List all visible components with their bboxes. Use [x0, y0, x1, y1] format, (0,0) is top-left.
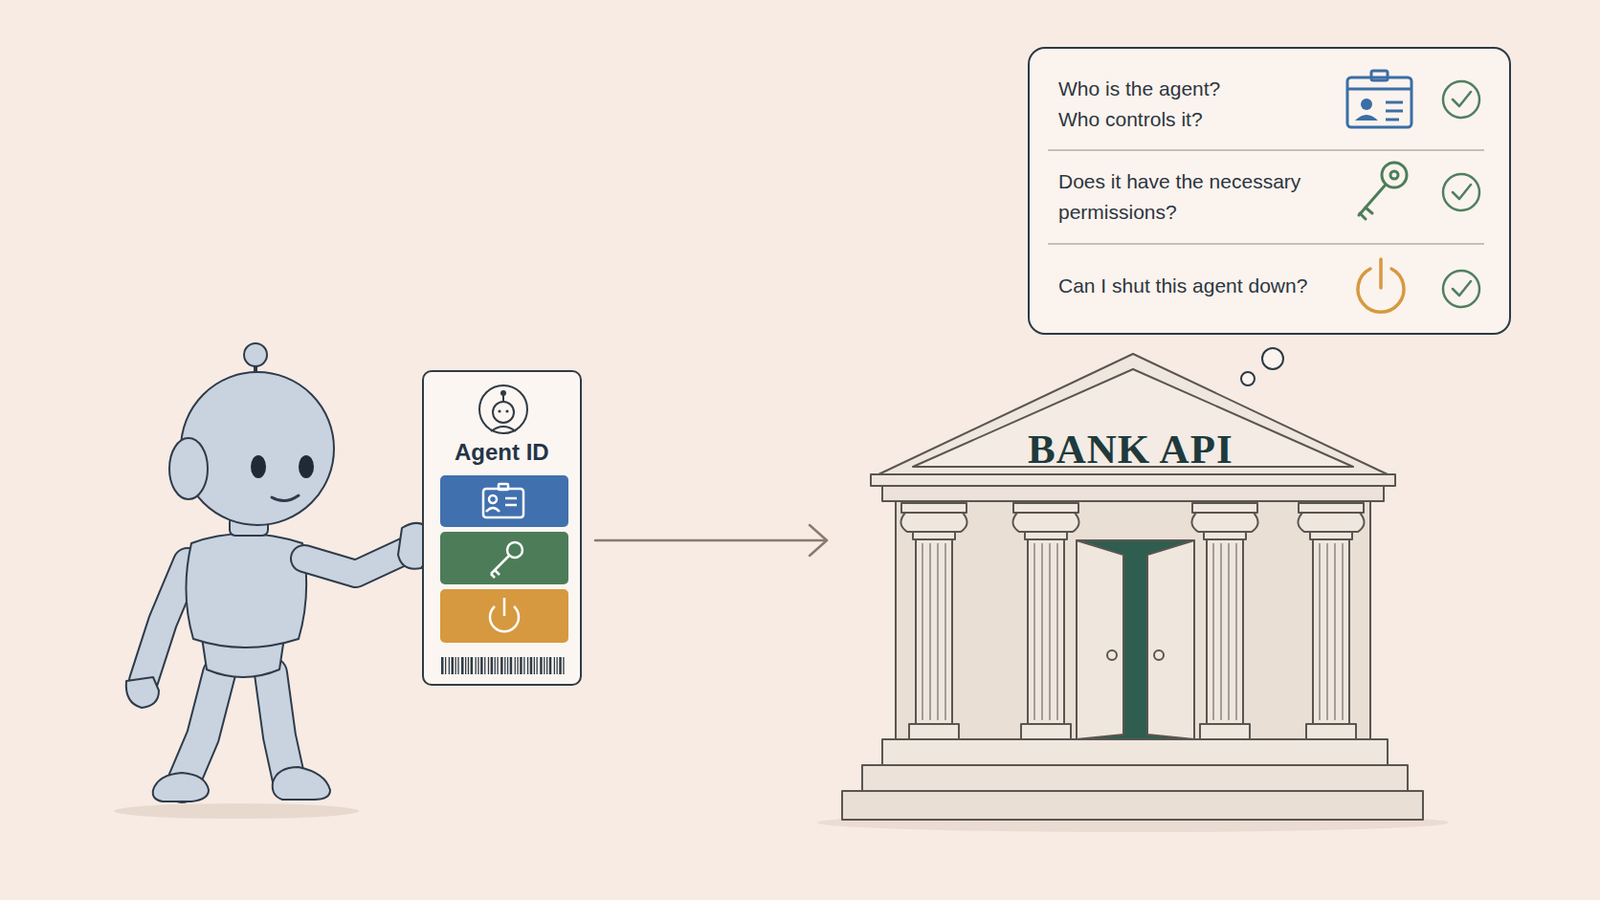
agent-card-art [423, 372, 584, 689]
card-title: Agent ID [454, 439, 550, 467]
thought-dot [1262, 348, 1284, 370]
building-name: BANK API [1027, 425, 1234, 473]
thought-dot [1241, 372, 1255, 386]
agent-id-card: Agent ID [422, 370, 582, 687]
robot-figure [126, 343, 431, 802]
checklist-question: Can I shut this agent down? [1058, 270, 1341, 302]
checklist-question: Who is the agent? Who controls it? [1058, 73, 1245, 134]
thought-bubble-checklist: Who is the agent? Who controls it? Does i… [1027, 46, 1512, 335]
robot-shadow [113, 803, 359, 820]
connector-arrow [595, 525, 827, 556]
bank-api-building: BANK API [836, 352, 1429, 822]
checklist-question: Does it have the necessary permissions? [1058, 166, 1332, 227]
bank-building-art [836, 352, 1429, 822]
